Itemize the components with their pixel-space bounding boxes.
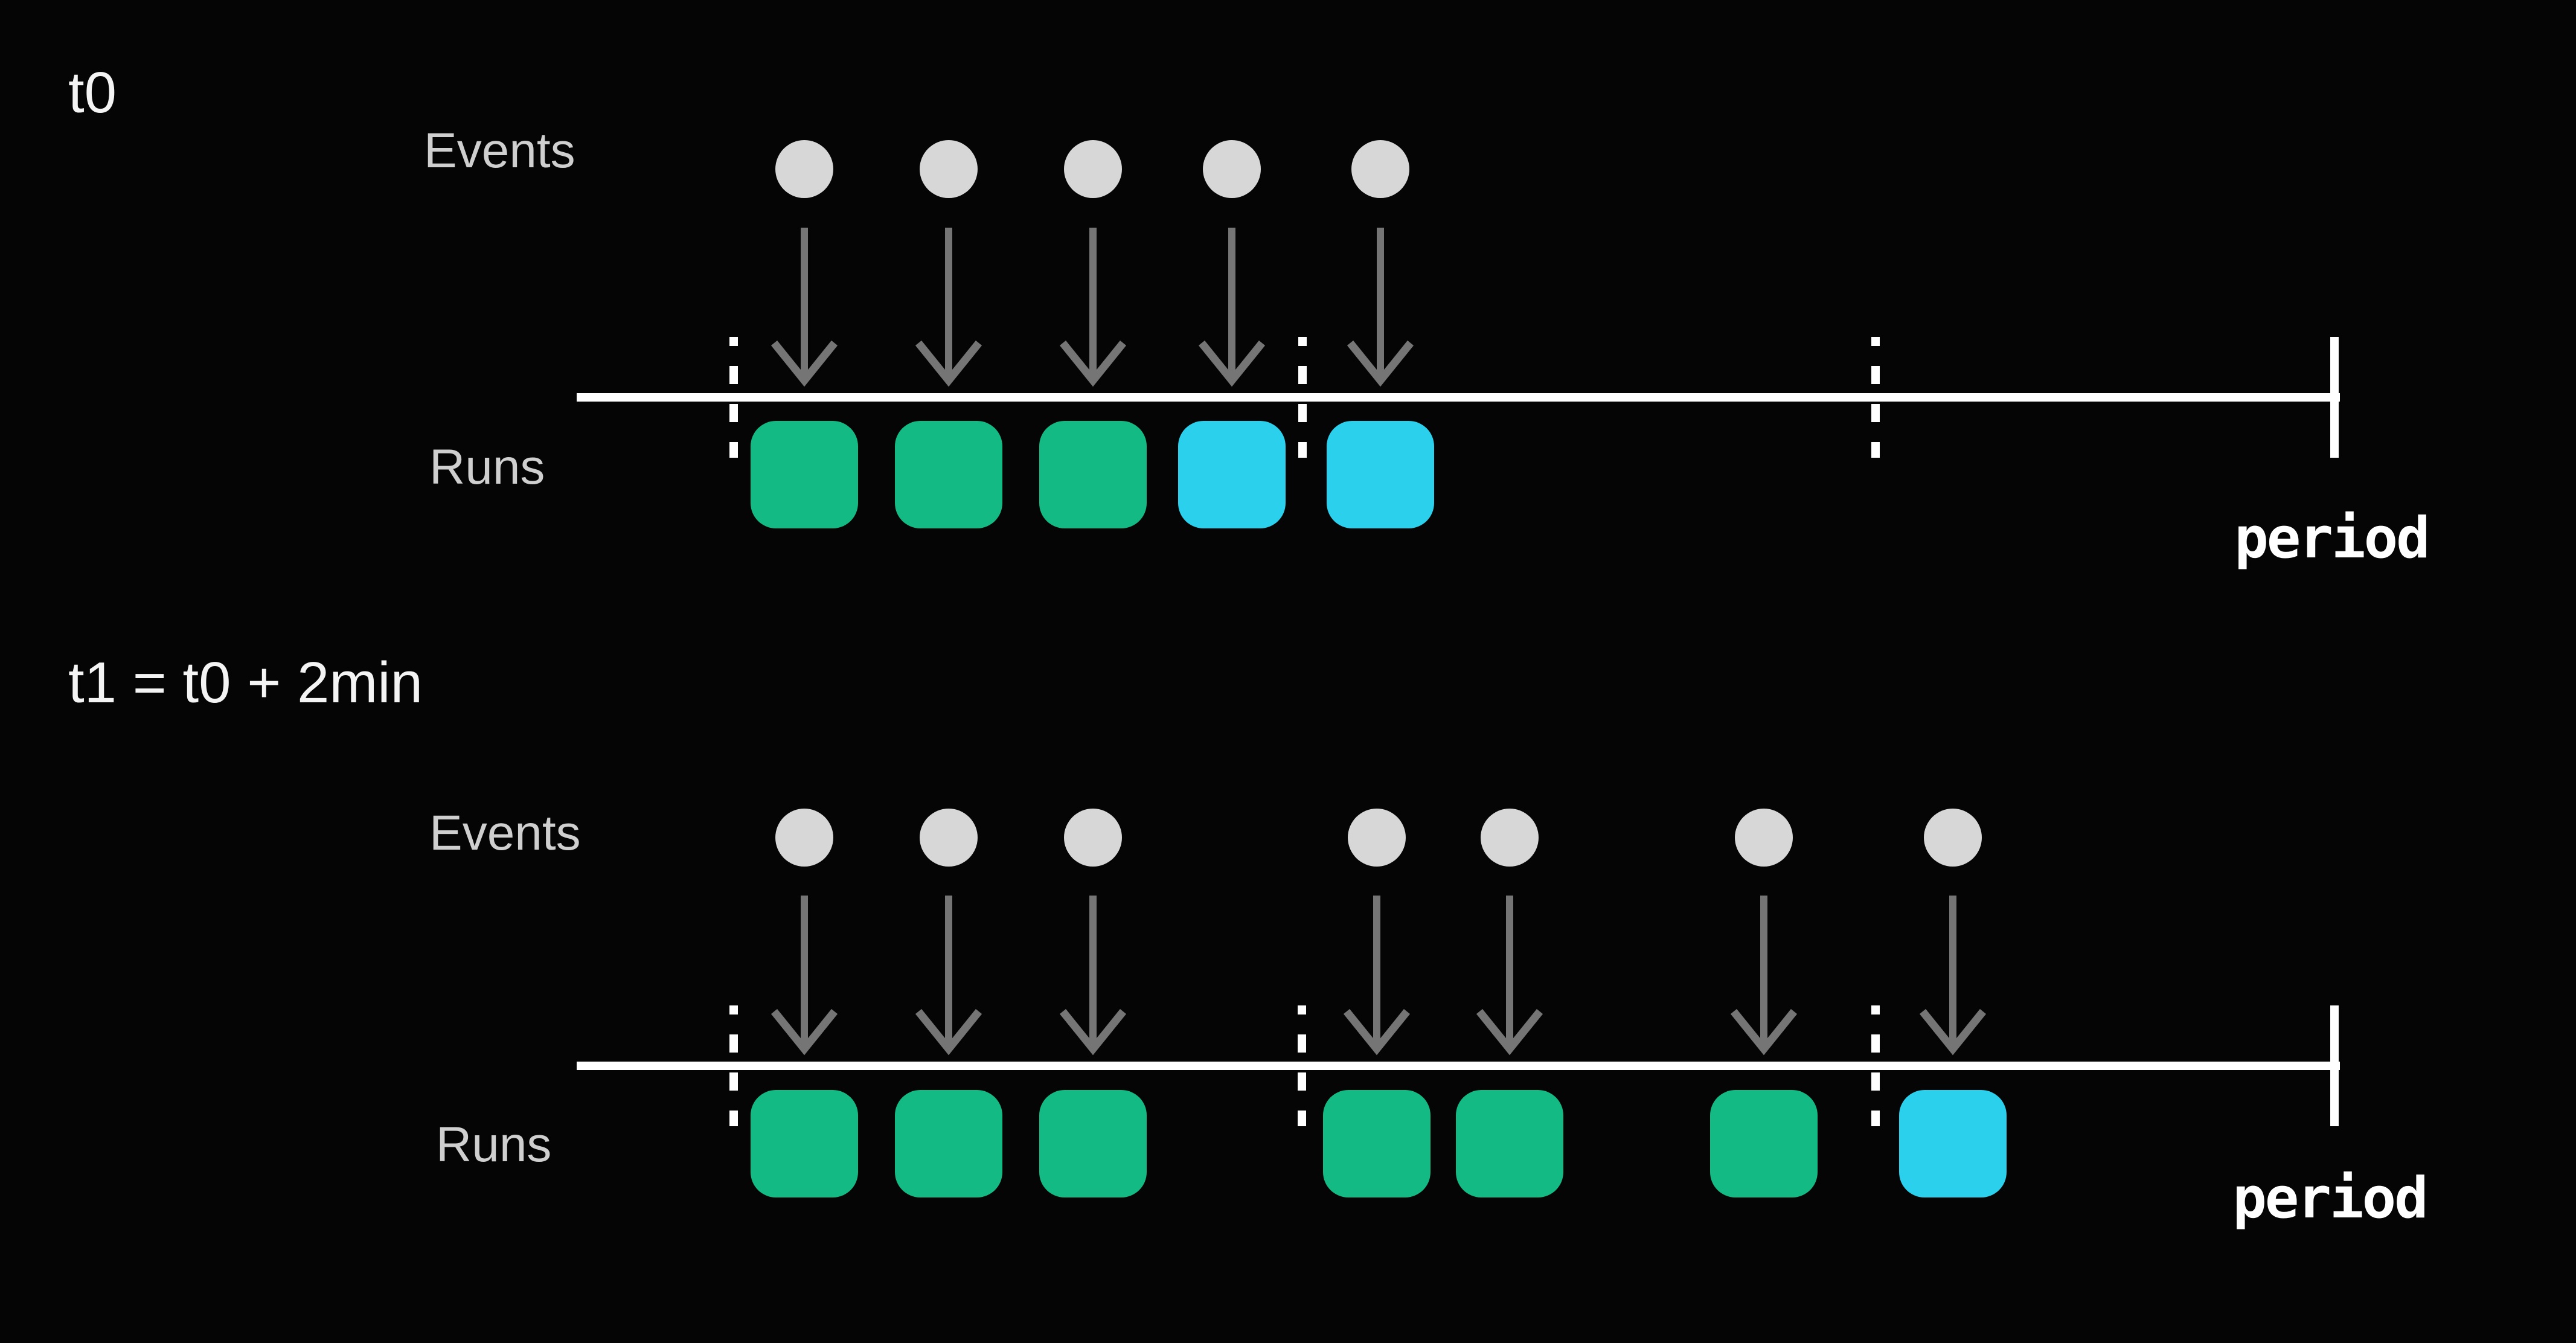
section-t1-title: t1 = t0 + 2min [68, 650, 423, 715]
run-block-cyan [1327, 421, 1434, 528]
arrow-head-icon [1347, 340, 1414, 387]
section-t0-period-label: period [2234, 505, 2430, 571]
arrow-head-icon [1198, 340, 1266, 387]
arrow-head-icon [1059, 340, 1127, 387]
run-block-green [1710, 1090, 1818, 1197]
section-t1-runs-label: Runs [436, 1117, 552, 1172]
arrow-head-icon [1919, 1008, 1987, 1056]
run-block-cyan [1178, 421, 1286, 528]
run-block-green [1323, 1090, 1431, 1197]
arrow-head-icon [771, 1008, 838, 1056]
section-t1-period-label: period [2232, 1165, 2429, 1231]
section-t1-events-label: Events [429, 806, 581, 861]
event-dot [920, 140, 978, 198]
run-block-cyan [1899, 1090, 2007, 1197]
section-t0-runs-label: Runs [429, 440, 545, 495]
run-block-green [1039, 1090, 1147, 1197]
event-dot [1203, 140, 1261, 198]
event-dot [1064, 140, 1122, 198]
arrow-head-icon [1059, 1008, 1127, 1056]
arrow-head-icon [915, 340, 982, 387]
arrow-head-icon [1730, 1008, 1798, 1056]
arrow-head-icon [1343, 1008, 1411, 1056]
arrow-head-icon [915, 1008, 982, 1056]
arrow-head-icon [771, 340, 838, 387]
event-dot [1481, 809, 1539, 867]
run-block-green [895, 1090, 1002, 1197]
section-t0-events-label: Events [424, 123, 575, 178]
run-block-green [1456, 1090, 1563, 1197]
event-dot [1735, 809, 1793, 867]
event-dot [1351, 140, 1409, 198]
run-block-green [751, 1090, 858, 1197]
event-dot [1924, 809, 1982, 867]
run-block-green [1039, 421, 1147, 528]
run-block-green [751, 421, 858, 528]
event-dot [920, 809, 978, 867]
event-dot [1064, 809, 1122, 867]
section-t0-title: t0 [68, 60, 117, 125]
event-dot [775, 809, 833, 867]
arrow-head-icon [1476, 1008, 1543, 1056]
event-dot [1348, 809, 1406, 867]
event-dot [775, 140, 833, 198]
run-block-green [895, 421, 1002, 528]
